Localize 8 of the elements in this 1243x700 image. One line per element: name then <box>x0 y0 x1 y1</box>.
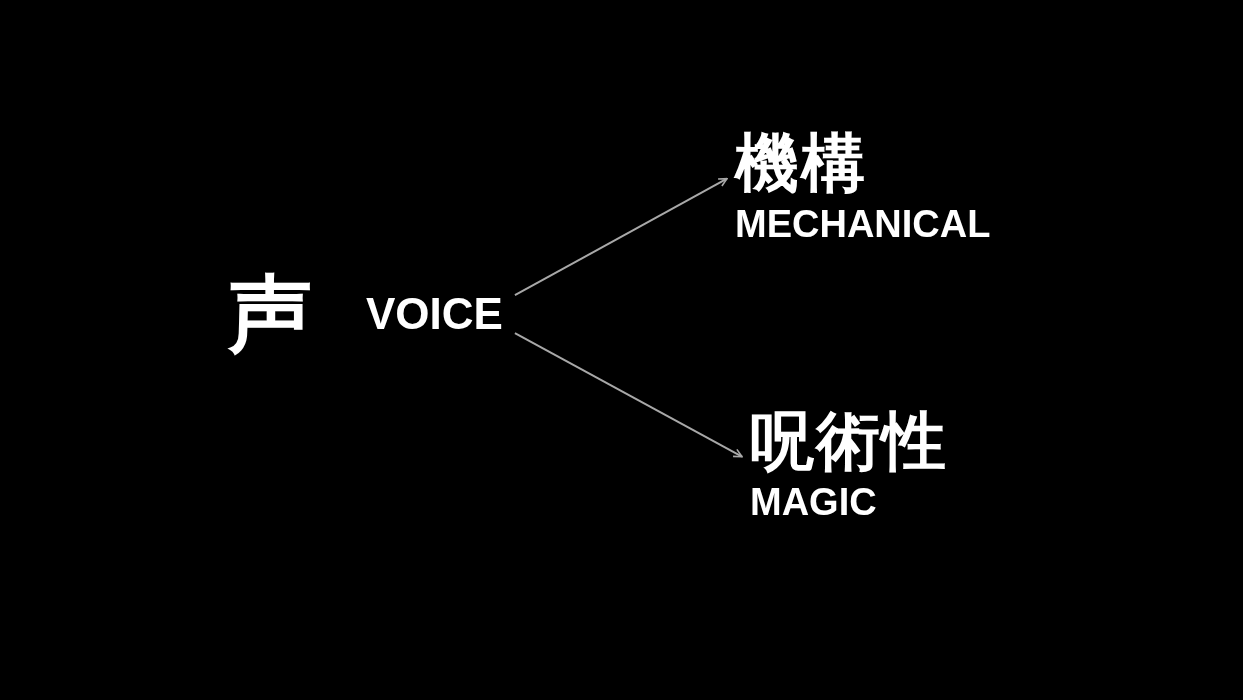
term-heading: 呪術性 <box>750 406 948 477</box>
term-subtitle: MECHANICAL <box>735 204 991 247</box>
term-subtitle: VOICE <box>366 290 503 339</box>
arrow <box>513 332 743 458</box>
term-subtitle: MAGIC <box>750 482 877 525</box>
term-heading: 機構 <box>735 128 867 199</box>
arrow <box>513 177 728 297</box>
term-heading: 声 <box>228 268 314 361</box>
